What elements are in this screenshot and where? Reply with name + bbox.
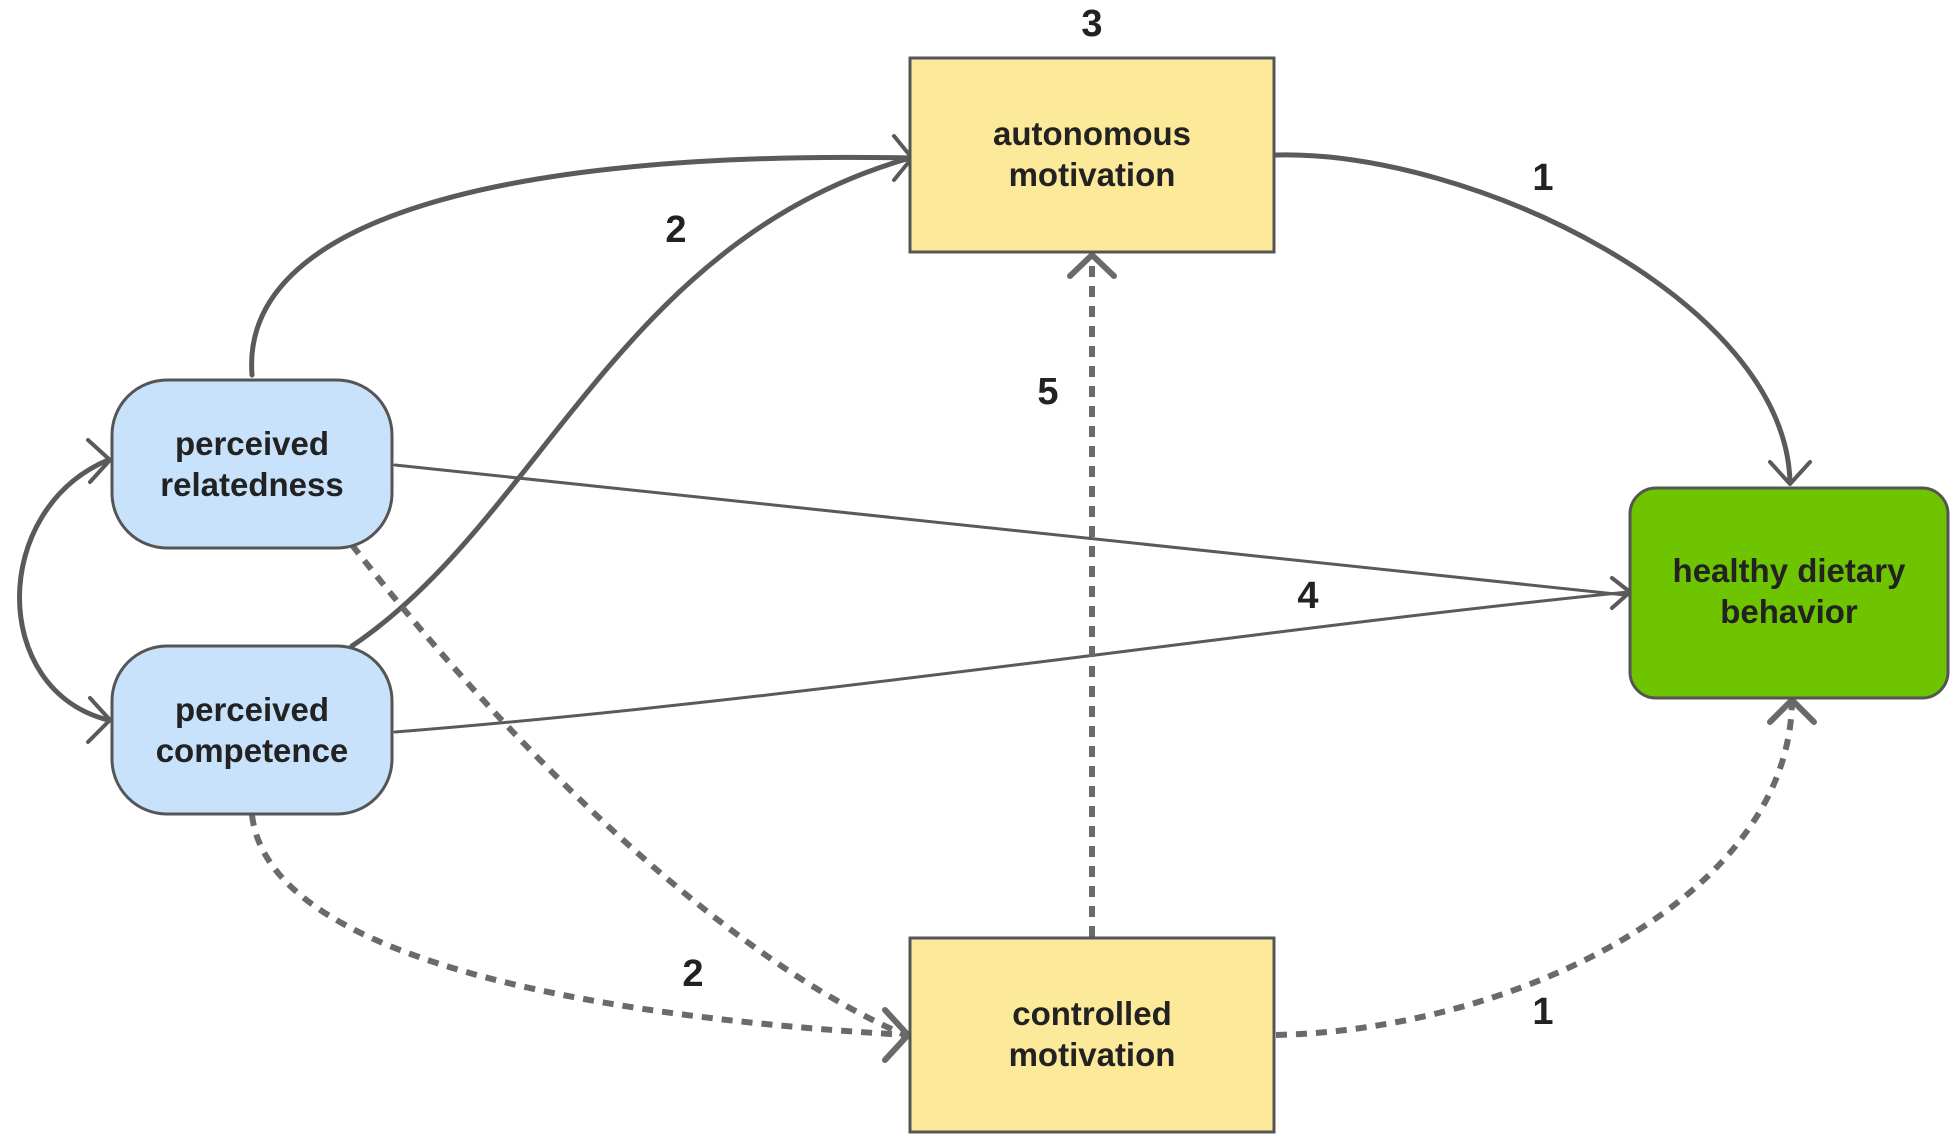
- node-autonomous-line1: autonomous: [993, 115, 1191, 152]
- edge-competence-to-controlled: [249, 814, 909, 1038]
- edge-label-5: 5: [1037, 371, 1058, 413]
- edge-label-1-upper: 1: [1532, 157, 1553, 199]
- node-relatedness-line2: relatedness: [160, 466, 343, 503]
- edge-label-1-lower: 1: [1532, 991, 1553, 1033]
- node-controlled-line1: controlled: [1012, 995, 1172, 1032]
- edge-label-2-upper: 2: [665, 209, 686, 251]
- edge-relatedness-to-autonomous: [249, 134, 914, 378]
- edge-controlled-to-healthy: [1275, 697, 1817, 1038]
- edge-controlled-autonomous-covariance: [1067, 252, 1117, 937]
- edge-label-3: 3: [1081, 3, 1102, 45]
- edge-relatedness-to-healthy: [393, 463, 1627, 597]
- node-relatedness-line1: perceived: [175, 425, 329, 462]
- edge-autonomous-to-healthy: [1273, 152, 1812, 486]
- edge-relatedness-to-controlled: [349, 543, 911, 1063]
- edge-competence-to-healthy: [393, 576, 1632, 734]
- edge-relatedness-competence-covariance: [17, 438, 112, 744]
- node-perceived-relatedness: perceived relatedness: [110, 378, 394, 550]
- edge-label-4: 4: [1297, 575, 1318, 617]
- node-healthy-line2: behavior: [1720, 593, 1858, 630]
- node-autonomous-motivation: autonomous motivation: [908, 56, 1276, 254]
- node-autonomous-line2: motivation: [1009, 156, 1176, 193]
- node-controlled-line2: motivation: [1009, 1036, 1176, 1073]
- edge-label-2-lower: 2: [682, 953, 703, 995]
- node-healthy-dietary-behavior: healthy dietary behavior: [1628, 486, 1950, 700]
- node-perceived-competence: perceived competence: [110, 644, 394, 816]
- edge-competence-to-autonomous: [349, 155, 913, 649]
- node-competence-line2: competence: [156, 732, 349, 769]
- node-healthy-line1: healthy dietary: [1673, 552, 1907, 589]
- node-controlled-motivation: controlled motivation: [908, 936, 1276, 1134]
- node-competence-line1: perceived: [175, 691, 329, 728]
